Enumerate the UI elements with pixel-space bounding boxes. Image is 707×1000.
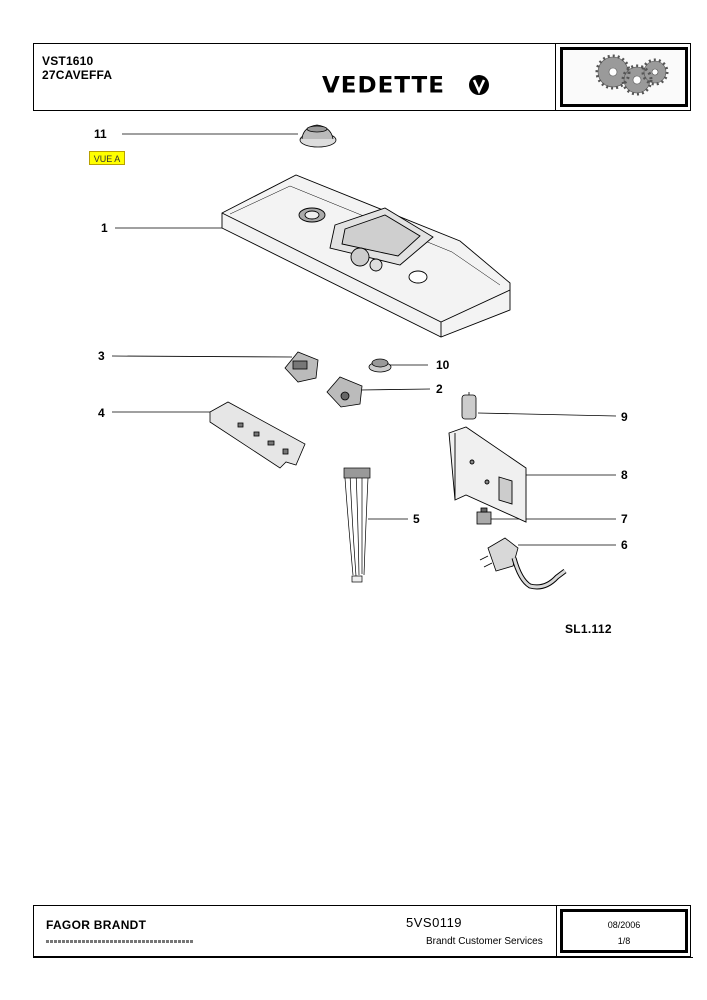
- callout-9: 9: [621, 410, 628, 424]
- model-number: VST1610: [42, 54, 94, 68]
- page-number: 1/8: [617, 936, 631, 946]
- sheet-code: SL1.112: [565, 622, 612, 636]
- part-mounting-bracket: [448, 426, 527, 523]
- part-button-10: [368, 358, 392, 373]
- callout-10: 10: [436, 358, 450, 372]
- gears-icon: [595, 54, 669, 96]
- document-code: 5VS0119: [406, 915, 463, 930]
- callout-8: 8: [621, 468, 628, 482]
- part-power-plug: [479, 537, 567, 590]
- part-switch-2: [326, 376, 363, 408]
- gear-logo-box: [560, 47, 688, 107]
- footer-rule: [33, 957, 693, 958]
- callout-2: 2: [436, 382, 443, 396]
- callout-4: 4: [98, 406, 105, 420]
- part-switch-3: [284, 351, 319, 383]
- callout-5: 5: [413, 512, 420, 526]
- header-divider: [555, 44, 556, 110]
- callout-6: 6: [621, 538, 628, 552]
- callout-11: 11: [94, 127, 107, 141]
- date-page-box: 08/2006 1/8: [560, 909, 688, 953]
- exploded-parts-diagram: [111, 124, 617, 590]
- part-capacitor-9: [461, 392, 477, 420]
- part-connector-7: [476, 507, 492, 525]
- service-name: Brandt Customer Services: [426, 936, 543, 947]
- callout-7: 7: [621, 512, 628, 526]
- part-wiring-harness: [343, 467, 371, 583]
- title-block: VST1610 27CAVEFFA VEDETTE: [33, 43, 691, 111]
- model-variant: 27CAVEFFA: [42, 68, 113, 82]
- part-knob: [299, 124, 337, 148]
- part-control-panel: [221, 174, 511, 338]
- brand-mark-icon: [469, 75, 489, 95]
- footer-block: FAGOR BRANDT 5VS0119 Brandt Customer Ser…: [33, 905, 691, 957]
- part-circuit-board: [209, 401, 306, 469]
- manufacturer-tagline-mark: [46, 940, 194, 943]
- footer-divider: [556, 906, 557, 956]
- callout-1: 1: [101, 221, 108, 235]
- callout-3: 3: [98, 349, 105, 363]
- view-label: VUE A: [89, 151, 125, 165]
- manufacturer-logo: FAGOR BRANDT: [46, 918, 147, 932]
- brand-logo: VEDETTE: [322, 73, 445, 99]
- document-date: 08/2006: [607, 920, 641, 930]
